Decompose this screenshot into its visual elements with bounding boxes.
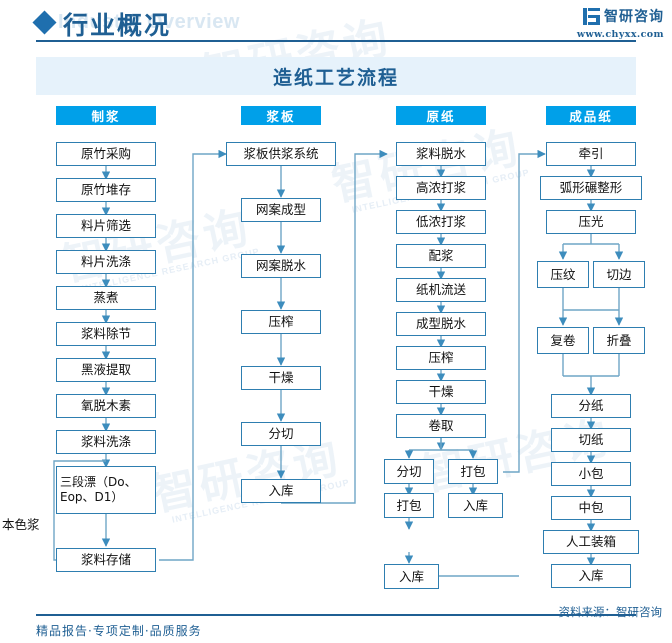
flow-node[interactable]: 网案成型 xyxy=(241,198,321,222)
flow-node[interactable]: 压纹 xyxy=(537,261,589,288)
flow-node[interactable]: 干燥 xyxy=(396,380,486,404)
flow-node[interactable]: 牵引 xyxy=(546,142,636,166)
page-title: 行业概况 xyxy=(63,11,172,40)
flow-node[interactable]: 料片洗涤 xyxy=(56,250,156,274)
flow-node[interactable]: 浆料除节 xyxy=(56,322,156,346)
brand-url: www.chyxx.com xyxy=(576,29,664,40)
flow-node[interactable]: 入库 xyxy=(384,564,439,589)
flow-node[interactable]: 网案脱水 xyxy=(241,254,321,278)
flow-node[interactable]: 成型脱水 xyxy=(396,312,486,336)
flow-node[interactable]: 浆料洗涤 xyxy=(56,430,156,454)
footer-tagline: 精品报告·专项定制·品质服务 xyxy=(36,624,202,638)
flow-node[interactable]: 分切 xyxy=(241,422,321,446)
flow-node[interactable]: 入库 xyxy=(448,493,503,518)
flow-node[interactable]: 干燥 xyxy=(241,366,321,390)
header-divider xyxy=(36,40,636,42)
flow-node[interactable]: 分纸 xyxy=(551,394,631,418)
flow-node[interactable]: 压榨 xyxy=(396,346,486,370)
flow-node[interactable]: 弧形碾整形 xyxy=(540,176,642,200)
flow-node[interactable]: 切纸 xyxy=(551,428,631,452)
flow-node[interactable]: 入库 xyxy=(551,564,631,588)
brand-mark-icon xyxy=(583,7,600,25)
brand-name: 智研咨询 xyxy=(604,9,664,25)
flow-node[interactable]: 压光 xyxy=(546,210,636,234)
footer-divider xyxy=(36,614,636,616)
flow-node[interactable]: 原竹堆存 xyxy=(56,178,156,202)
flow-node[interactable]: 浆料存储 xyxy=(56,548,156,572)
flow-node[interactable]: 浆料脱水 xyxy=(396,142,486,166)
page-header: Industry Overview 行业概况 智研咨询 www.chyxx.co… xyxy=(0,0,672,46)
flow-node[interactable]: 三段漂（Do、 Eop、D1） xyxy=(56,466,156,514)
chart-title-banner: 造纸工艺流程 xyxy=(36,57,636,95)
flow-node[interactable]: 配浆 xyxy=(396,244,486,268)
flow-node[interactable]: 折叠 xyxy=(593,327,645,354)
flow-node[interactable]: 打包 xyxy=(448,459,498,484)
bypass-label-natural-pulp: 本色浆 xyxy=(2,517,40,532)
flow-node[interactable]: 切边 xyxy=(593,261,645,288)
flow-node[interactable]: 黑液提取 xyxy=(56,358,156,382)
flow-node[interactable]: 压榨 xyxy=(241,310,321,334)
flow-node[interactable]: 复卷 xyxy=(537,327,589,354)
diamond-icon xyxy=(32,10,57,35)
flow-node[interactable]: 蒸煮 xyxy=(56,286,156,310)
flow-node[interactable]: 浆板供浆系统 xyxy=(226,142,336,166)
flow-node[interactable]: 分切 xyxy=(384,459,434,484)
header-subtitle: Industry Overview xyxy=(58,11,240,33)
flow-node[interactable]: 打包 xyxy=(384,493,434,518)
column-header-chengpinzhi: 成品纸 xyxy=(546,106,636,125)
column-header-yuanzhi: 原纸 xyxy=(396,106,486,125)
flow-node[interactable]: 低浓打浆 xyxy=(396,210,486,234)
flow-node[interactable]: 料片筛选 xyxy=(56,214,156,238)
flow-node[interactable]: 氧脱木素 xyxy=(56,394,156,418)
chart-title-text: 造纸工艺流程 xyxy=(272,66,399,89)
footer-source: 资料来源：智研咨询 xyxy=(558,605,663,619)
flow-node[interactable]: 纸机流送 xyxy=(396,278,486,302)
column-header-jiangban: 浆板 xyxy=(241,106,321,125)
flow-node[interactable]: 入库 xyxy=(241,479,321,503)
brand-logo: 智研咨询 www.chyxx.com xyxy=(577,6,664,40)
flow-node[interactable]: 高浓打浆 xyxy=(396,176,486,200)
flow-node[interactable]: 中包 xyxy=(551,496,631,520)
flow-node[interactable]: 小包 xyxy=(551,462,631,486)
flow-node[interactable]: 原竹采购 xyxy=(56,142,156,166)
flow-node[interactable]: 人工装箱 xyxy=(543,530,639,554)
column-header-zhijiang: 制浆 xyxy=(56,106,156,125)
flow-node[interactable]: 卷取 xyxy=(396,414,486,438)
